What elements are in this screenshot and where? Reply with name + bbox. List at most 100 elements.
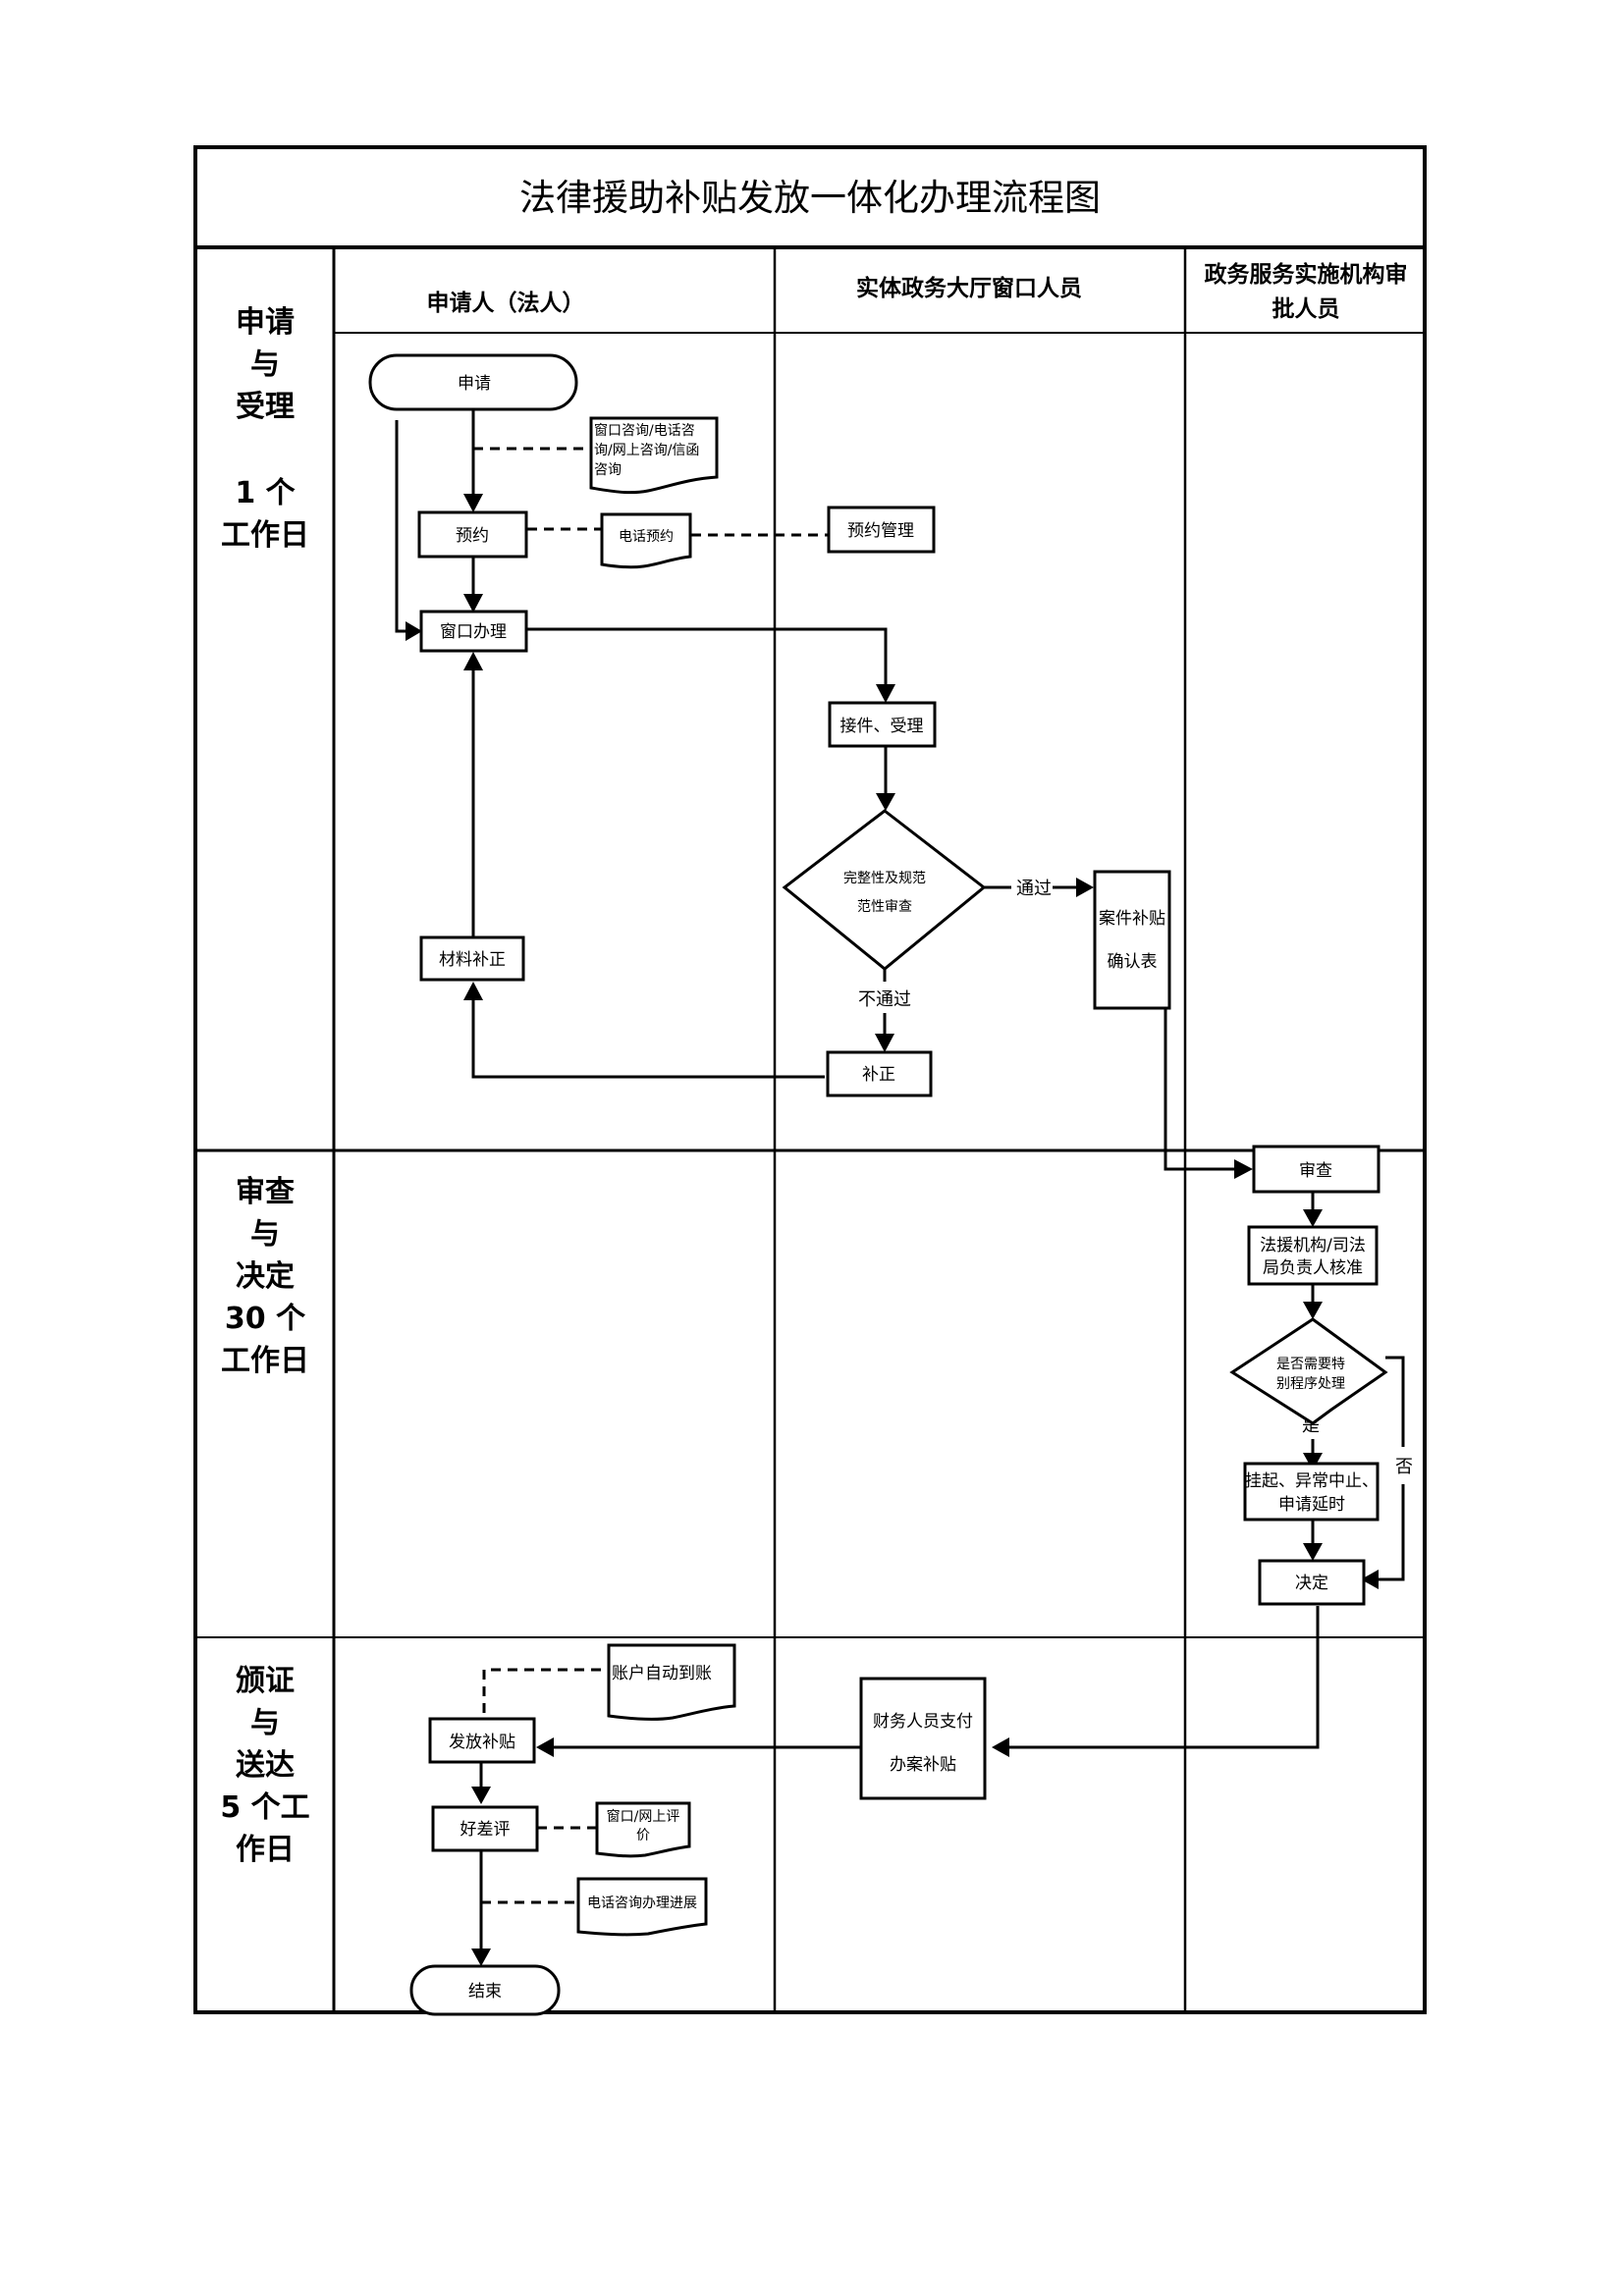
phase-label-2: 审查 与 决定 30 个 工作日: [221, 1175, 309, 1378]
lane-header-approver-line2: 批人员: [1272, 296, 1340, 322]
arrowhead: [1303, 1209, 1323, 1227]
node-rating-doc: 窗口/网上评 价: [595, 1801, 691, 1858]
node-issue-subsidy: 发放补贴: [428, 1717, 536, 1764]
node-review: 审查: [1252, 1145, 1380, 1194]
phase-2-line: 工作日: [221, 1344, 309, 1378]
phase-3-line: 作日: [236, 1833, 295, 1867]
node-review-label: 审查: [1299, 1161, 1332, 1181]
arrowhead: [875, 1034, 894, 1052]
phase-label-3: 颁证 与 送达 5 个工 作日: [220, 1664, 309, 1867]
phase-1-line: 1 个: [235, 476, 296, 510]
phase-3-line: 5 个工: [220, 1790, 309, 1825]
phase-2-line: 与: [250, 1217, 280, 1252]
node-special-line: 是否需要特: [1276, 1357, 1345, 1372]
arrowhead: [876, 684, 895, 703]
chart-title: 法律援助补贴发放一体化办理流程图: [519, 177, 1101, 219]
arrowhead: [1303, 1302, 1323, 1319]
edge-decide-to-finance: [1001, 1606, 1320, 1749]
node-suspend-line: 挂起、异常中止、: [1245, 1471, 1379, 1491]
node-check-line: 范性审查: [857, 898, 912, 915]
node-rating-doc-line: 价: [636, 1828, 650, 1843]
node-confirm-line: 确认表: [1108, 952, 1158, 972]
node-rating-label: 好差评: [460, 1820, 511, 1840]
node-finance-pay: 财务人员支付 办案补贴: [859, 1677, 987, 1800]
phase-2-line: 审查: [236, 1175, 295, 1209]
arrowhead: [471, 1787, 491, 1804]
node-rating: 好差评: [431, 1805, 539, 1852]
edge-confirm-to-review: [1164, 1001, 1242, 1171]
node-approve-line: 局负责人核准: [1263, 1258, 1363, 1278]
edge-label-fail: 不通过: [858, 989, 911, 1010]
node-phone-reserve-doc: 电话预约: [600, 512, 692, 569]
node-consult-doc: 窗口咨询/电话咨 询/网上咨询/信函 咨询: [589, 416, 719, 495]
lane-header-applicant: 申请人（法人）: [427, 290, 585, 316]
node-approve-line: 法援机构/司法: [1260, 1236, 1366, 1255]
phase-2-line: 决定: [236, 1259, 295, 1294]
node-reserve-manage: 预约管理: [827, 506, 936, 554]
node-consult-line: 咨询: [594, 462, 622, 478]
lane-header-approver-line1: 政务服务实施机构审: [1205, 261, 1408, 288]
arrowhead: [471, 1949, 491, 1966]
node-supplement: 补正: [826, 1050, 933, 1097]
arrowhead: [463, 982, 483, 1000]
node-check-line: 完整性及规范: [843, 870, 926, 886]
node-issue-subsidy-label: 发放补贴: [449, 1733, 515, 1752]
phase-3-line: 颁证: [236, 1664, 295, 1698]
node-suspend: 挂起、异常中止、 申请延时: [1243, 1462, 1380, 1522]
outer-border: [193, 145, 1427, 2014]
node-phone-progress-doc: 电话咨询办理进展: [576, 1877, 708, 1937]
edge-window-to-receive: [523, 627, 888, 693]
phase-1-line: 申请: [236, 305, 295, 340]
node-finance-line: 办案补贴: [890, 1755, 956, 1775]
node-confirm-line: 案件补贴: [1099, 909, 1165, 929]
node-decide: 决定: [1258, 1559, 1366, 1606]
node-phone-progress-label: 电话咨询办理进展: [587, 1896, 697, 1911]
node-material-supplement-label: 材料补正: [439, 950, 506, 970]
lane-header-window-staff: 实体政务大厅窗口人员: [856, 275, 1082, 301]
node-material-supplement: 材料补正: [419, 935, 525, 982]
arrowhead: [1303, 1453, 1323, 1470]
node-finance-line: 财务人员支付: [873, 1712, 973, 1732]
node-receive: 接件、受理: [828, 701, 937, 748]
node-auto-account-doc: 账户自动到账: [607, 1643, 736, 1721]
arrowhead: [463, 594, 483, 613]
node-decide-label: 决定: [1295, 1574, 1328, 1593]
edge-no-seg2: [1371, 1484, 1405, 1581]
node-special-line: 别程序处理: [1276, 1376, 1345, 1392]
table-grid: [193, 145, 1427, 2014]
arrowhead: [992, 1737, 1009, 1757]
arrowhead: [536, 1737, 554, 1757]
edge-no-seg1: [1385, 1356, 1405, 1447]
node-confirm-form: 案件补贴 确认表: [1093, 870, 1171, 1010]
arrowhead: [1303, 1543, 1323, 1561]
node-receive-label: 接件、受理: [840, 717, 924, 736]
arrowhead: [463, 494, 483, 512]
edge-label-pass: 通过: [1016, 879, 1052, 899]
node-reserve: 预约: [417, 510, 528, 559]
node-end-label: 结束: [468, 1982, 502, 2002]
node-window-handle: 窗口办理: [419, 610, 528, 653]
arrowhead: [406, 621, 422, 641]
phase-3-line: 与: [250, 1706, 280, 1740]
node-window-handle-label: 窗口办理: [440, 622, 507, 642]
phase-label-1: 申请 与 受理 1 个 工作日: [221, 305, 309, 553]
node-special-decision: 是否需要特 别程序处理: [1229, 1317, 1388, 1425]
arrowhead: [876, 793, 895, 811]
edge-label-no: 否: [1395, 1457, 1413, 1477]
node-consult-line: 询/网上咨询/信函: [594, 443, 699, 458]
phase-1-line: 受理: [236, 390, 295, 424]
phase-2-line: 30 个: [225, 1302, 306, 1336]
edge-auto-account-dashed: [482, 1668, 601, 1719]
node-suspend-line: 申请延时: [1278, 1495, 1345, 1515]
phase-3-line: 送达: [236, 1748, 295, 1783]
node-apply: 申请: [368, 353, 578, 411]
node-check-decision: 完整性及规范 范性审查: [782, 809, 987, 971]
node-approve: 法援机构/司法 局负责人核准: [1247, 1225, 1379, 1286]
node-supplement-label: 补正: [862, 1065, 895, 1085]
arrowhead: [1361, 1570, 1379, 1589]
edge-supplement-to-material: [471, 999, 825, 1079]
node-auto-account-label: 账户自动到账: [612, 1664, 712, 1683]
edge-apply-to-window: [395, 420, 412, 633]
node-reserve-label: 预约: [456, 526, 489, 546]
